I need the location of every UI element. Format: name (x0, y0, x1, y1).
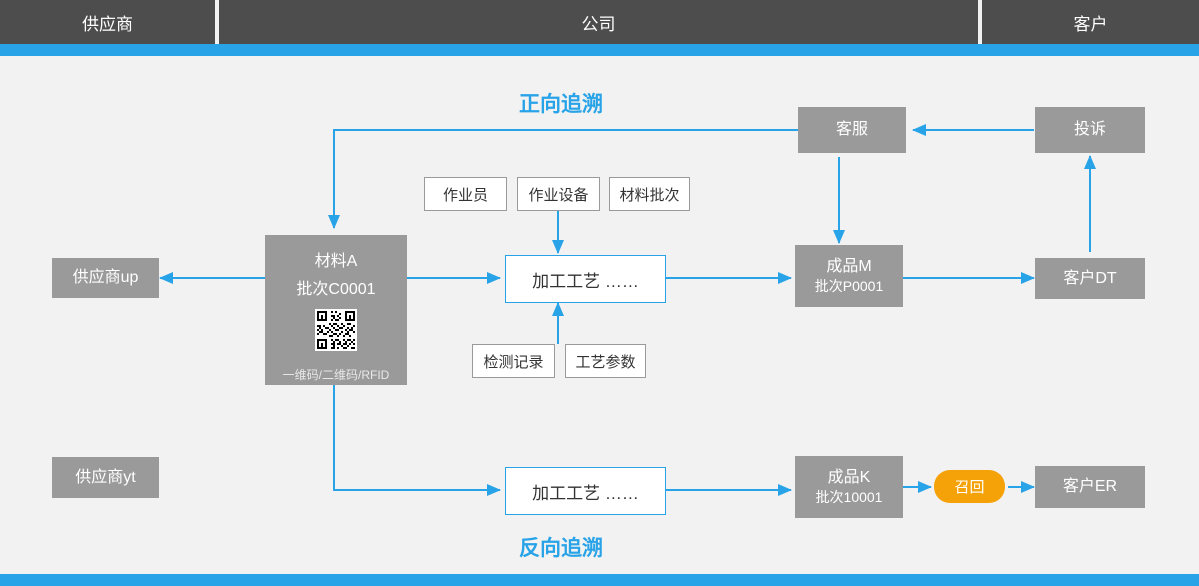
node-supplier-up[interactable]: 供应商up (52, 258, 159, 298)
attr-equipment[interactable]: 作业设备 (517, 177, 600, 211)
node-customer-dt-label: 客户DT (1063, 269, 1117, 287)
attr-material-batch-label: 材料批次 (619, 186, 680, 204)
node-complaint-label: 投诉 (1073, 121, 1106, 139)
node-product-m-batch: 批次P0001 (814, 278, 884, 295)
reverse-trace-title: 反向追溯 (519, 537, 603, 560)
bottom-accent-bar (0, 574, 1199, 586)
attr-inspection-label: 检测记录 (483, 353, 544, 371)
node-supplier-up-label: 供应商up (72, 269, 139, 287)
node-process-bottom-label: 加工工艺 …… (532, 483, 639, 503)
node-process-top[interactable]: 加工工艺 …… (505, 255, 666, 303)
node-supplier-yt-label: 供应商yt (75, 468, 136, 486)
attr-inspection[interactable]: 检测记录 (472, 344, 555, 378)
node-service-label: 客服 (835, 121, 868, 139)
node-product-k[interactable]: 成品K 批次10001 (795, 456, 903, 518)
header-customer: 客户 (982, 0, 1199, 44)
node-service[interactable]: 客服 (798, 107, 906, 153)
attr-operator-label: 作业员 (442, 186, 488, 204)
material-code-types: 一维码/二维码/RFID (282, 368, 390, 382)
node-complaint[interactable]: 投诉 (1035, 107, 1145, 153)
attr-operator[interactable]: 作业员 (424, 177, 507, 211)
node-supplier-yt[interactable]: 供应商yt (52, 457, 159, 498)
node-product-m-name: 成品M (826, 257, 872, 275)
node-customer-er[interactable]: 客户ER (1035, 466, 1145, 508)
node-material-a[interactable]: 材料A 批次C0001 (265, 235, 407, 385)
qr-code-icon (315, 309, 357, 356)
forward-trace-title: 正向追溯 (519, 93, 603, 116)
node-recall[interactable]: 召回 (934, 470, 1005, 503)
node-process-top-label: 加工工艺 …… (532, 271, 639, 291)
attr-equipment-label: 作业设备 (528, 186, 589, 204)
header-supplier: 供应商 (0, 0, 215, 44)
header-company: 公司 (219, 0, 978, 44)
node-customer-er-label: 客户ER (1062, 478, 1118, 496)
node-product-m[interactable]: 成品M 批次P0001 (795, 245, 903, 307)
attr-material-batch[interactable]: 材料批次 (609, 177, 690, 211)
node-product-k-name: 成品K (827, 468, 871, 486)
attr-parameters-label: 工艺参数 (575, 353, 636, 371)
node-process-bottom[interactable]: 加工工艺 …… (505, 467, 666, 515)
top-accent-bar (0, 44, 1199, 56)
material-batch: 批次C0001 (296, 281, 376, 298)
attr-parameters[interactable]: 工艺参数 (565, 344, 646, 378)
node-customer-dt[interactable]: 客户DT (1035, 258, 1145, 299)
node-product-k-batch: 批次10001 (815, 489, 883, 506)
node-recall-label: 召回 (954, 479, 985, 496)
material-name: 材料A (314, 253, 358, 270)
